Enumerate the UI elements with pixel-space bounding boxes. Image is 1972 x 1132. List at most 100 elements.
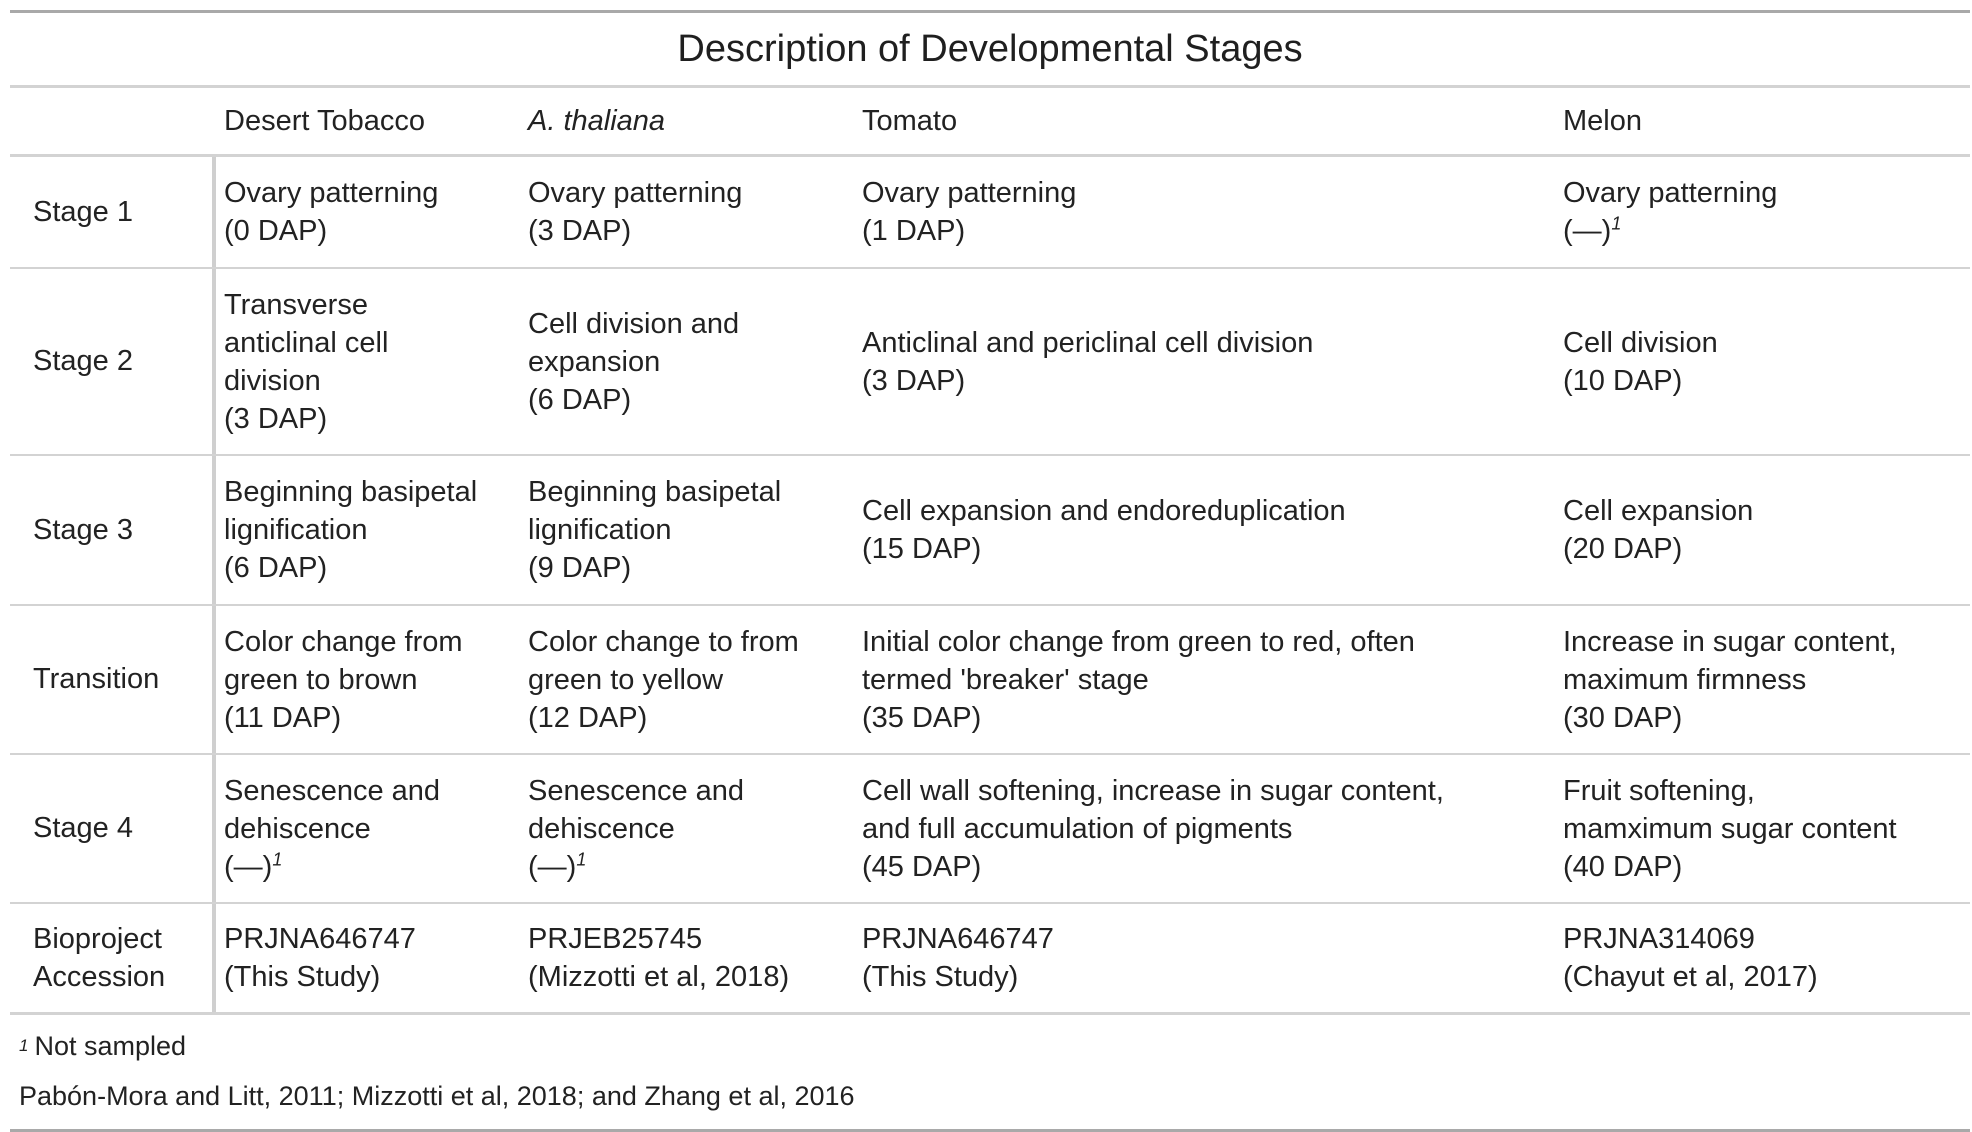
cell-line: Fruit softening, bbox=[1563, 772, 1970, 810]
cell-line: Ovary patterning bbox=[1563, 174, 1970, 212]
cell-line: maximum firmness bbox=[1563, 661, 1970, 699]
cell-line: lignification bbox=[224, 511, 520, 549]
cell-line: (Chayut et al, 2017) bbox=[1563, 958, 1970, 996]
title-rule bbox=[10, 85, 1970, 88]
cell-melon: Cell division (10 DAP) bbox=[1555, 269, 1970, 454]
cell-text: (—) bbox=[224, 850, 273, 883]
row-rule bbox=[10, 902, 1970, 904]
row-label: Stage 4 bbox=[10, 755, 216, 902]
cell-tomato: Cell expansion and endoreduplication (15 … bbox=[854, 456, 1555, 604]
cell-line: (40 DAP) bbox=[1563, 848, 1970, 886]
cell-text: Beginning basipetal bbox=[528, 476, 782, 508]
cell-text: Ovary patterning bbox=[1563, 177, 1778, 209]
row-label: Transition bbox=[10, 606, 216, 753]
cell-line: (30 DAP) bbox=[1563, 699, 1970, 737]
cell-line: Increase in sugar content, bbox=[1563, 623, 1970, 661]
cell-line: (This Study) bbox=[224, 958, 520, 996]
cell-text: (30 DAP) bbox=[1563, 701, 1683, 734]
cell-text: (3 DAP) bbox=[528, 215, 632, 247]
cell-tomato: PRJNA646747 (This Study) bbox=[854, 904, 1555, 1012]
row-rule bbox=[10, 604, 1970, 606]
cell-text: dehiscence bbox=[528, 812, 675, 845]
cell-line: mamximum sugar content bbox=[1563, 810, 1970, 848]
cell-desert-tobacco: PRJNA646747(This Study) bbox=[216, 904, 520, 1012]
cell-text: Cell wall softening, increase in sugar c… bbox=[862, 774, 1444, 807]
cell-line: (0 DAP) bbox=[224, 212, 520, 250]
cell-text: green to brown bbox=[224, 663, 418, 696]
footnote-text: Not sampled bbox=[34, 1030, 187, 1061]
cell-text: PRJNA646747 bbox=[224, 923, 416, 955]
cell-line: (6 DAP) bbox=[528, 381, 854, 419]
top-rule bbox=[10, 10, 1970, 13]
header-desert-tobacco: Desert Tobacco bbox=[224, 105, 425, 137]
cell-a-thaliana: PRJEB25745(Mizzotti et al, 2018) bbox=[520, 904, 854, 1012]
header-a-thaliana: A. thaliana bbox=[528, 105, 666, 137]
cell-a-thaliana: Ovary patterning (3 DAP) bbox=[520, 157, 854, 267]
cell-line: Color change to from bbox=[528, 623, 854, 661]
cell-line: Ovary patterning bbox=[224, 174, 520, 212]
cell-text: (15 DAP) bbox=[862, 533, 982, 565]
cell-text: green to yellow bbox=[528, 663, 724, 696]
cell-line: Cell wall softening, increase in sugar c… bbox=[862, 772, 1555, 810]
cell-text: termed 'breaker' stage bbox=[862, 663, 1149, 696]
cell-line: anticlinal cell bbox=[224, 324, 520, 362]
row-rule bbox=[10, 753, 1970, 755]
cell-line: Cell expansion bbox=[1563, 492, 1970, 530]
cell-line: (35 DAP) bbox=[862, 699, 1555, 737]
cell-line: PRJNA646747 bbox=[862, 920, 1555, 958]
cell-text: maximum firmness bbox=[1563, 663, 1807, 696]
body-bottom-rule bbox=[10, 1012, 1970, 1015]
cell-line: (45 DAP) bbox=[862, 848, 1555, 886]
footnote-ref: 1 bbox=[272, 848, 283, 869]
cell-line: PRJNA646747 bbox=[224, 920, 520, 958]
cell-line: (15 DAP) bbox=[862, 530, 1555, 568]
cell-text: (11 DAP) bbox=[224, 701, 342, 734]
cell-melon: Cell expansion(20 DAP) bbox=[1555, 456, 1970, 604]
cell-text: Cell expansion and endoreduplication bbox=[862, 495, 1346, 527]
cell-line: termed 'breaker' stage bbox=[862, 661, 1555, 699]
cell-melon: PRJNA314069(Chayut et al, 2017) bbox=[1555, 904, 1970, 1012]
table-title: Description of Developmental Stages bbox=[677, 27, 1303, 70]
footnote-ref: 1 bbox=[1611, 213, 1622, 234]
cell-text: (3 DAP) bbox=[224, 402, 328, 435]
cell-text: (3 DAP) bbox=[862, 364, 966, 397]
cell-line: Anticlinal and periclinal cell division bbox=[862, 324, 1555, 362]
cell-text: (35 DAP) bbox=[862, 701, 982, 734]
footnote: 1 Not sampled bbox=[19, 1030, 187, 1061]
cell-text: Cell division bbox=[1563, 326, 1718, 359]
cell-text: (10 DAP) bbox=[1563, 364, 1683, 397]
header-stub bbox=[10, 88, 216, 154]
row-label-line: Accession bbox=[33, 961, 166, 993]
row-label-line: Bioproject bbox=[33, 923, 162, 955]
row-label: Stage 3 bbox=[10, 456, 216, 604]
cell-text: Ovary patterning bbox=[528, 177, 743, 209]
cell-text: (This Study) bbox=[862, 961, 1019, 993]
cell-tomato: Cell wall softening, increase in sugar c… bbox=[854, 755, 1555, 902]
cell-text: Cell division and bbox=[528, 307, 740, 340]
cell-line: (3 DAP) bbox=[224, 400, 520, 438]
cell-text: PRJEB25745 bbox=[528, 923, 703, 955]
cell-text: Color change to from bbox=[528, 625, 799, 658]
cell-tomato: Ovary patterning(1 DAP) bbox=[854, 157, 1555, 267]
cell-line: (—)1 bbox=[224, 848, 520, 886]
cell-text: PRJNA646747 bbox=[862, 923, 1054, 955]
header-row: Desert Tobacco A. thaliana Tomato Melon bbox=[10, 88, 1970, 154]
cell-line: (1 DAP) bbox=[862, 212, 1555, 250]
cell-a-thaliana: Color change to from green to yellow(12 D… bbox=[520, 606, 854, 753]
cell-line: Senescence and bbox=[224, 772, 520, 810]
cell-melon: Fruit softening,mamximum sugar content(4… bbox=[1555, 755, 1970, 902]
cell-text: (20 DAP) bbox=[1563, 533, 1683, 565]
cell-text: mamximum sugar content bbox=[1563, 812, 1897, 845]
cell-text: Increase in sugar content, bbox=[1563, 625, 1897, 658]
row-label: Stage 2 bbox=[10, 269, 216, 454]
cell-line: (12 DAP) bbox=[528, 699, 854, 737]
